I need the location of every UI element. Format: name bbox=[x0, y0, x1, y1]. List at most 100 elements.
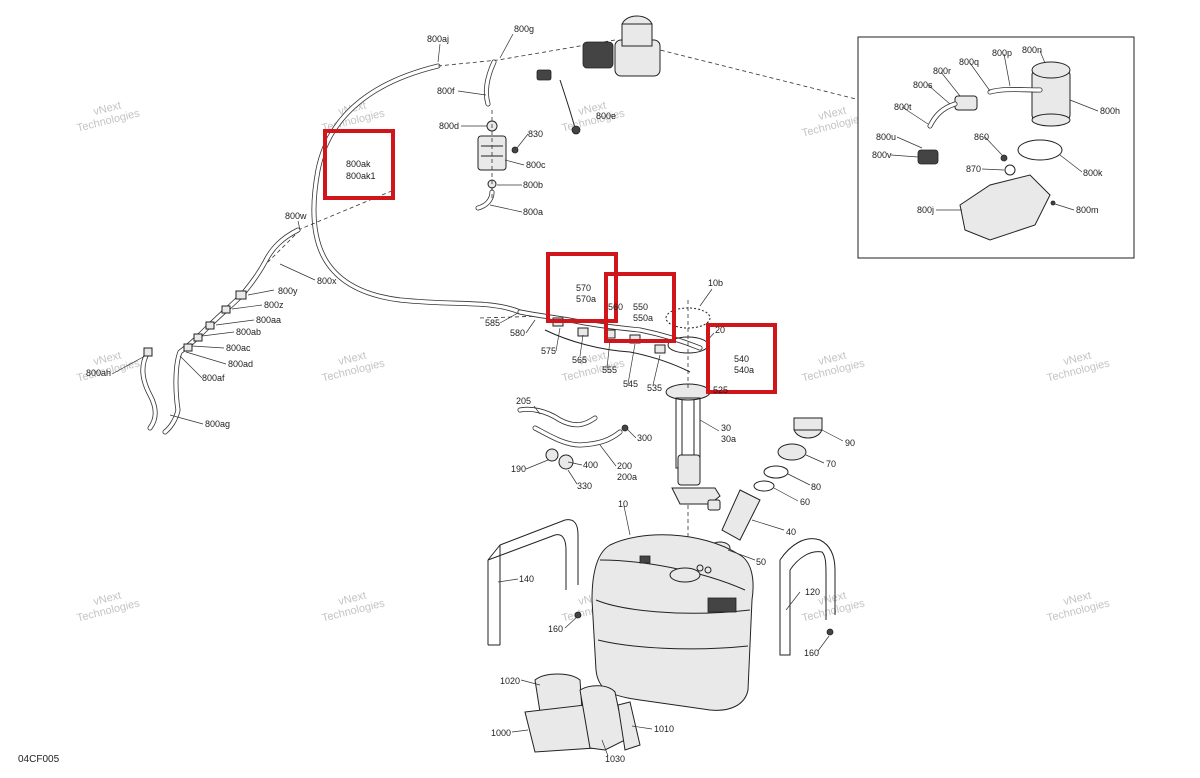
part-label[interactable]: 800q bbox=[959, 57, 979, 67]
part-label[interactable]: 800r bbox=[933, 66, 951, 76]
part-label[interactable]: 30a bbox=[721, 434, 736, 444]
part-label[interactable]: 330 bbox=[577, 481, 592, 491]
fitting-800ah bbox=[143, 347, 153, 357]
fitting-800z bbox=[221, 305, 231, 314]
part-label[interactable]: 40 bbox=[786, 527, 796, 537]
part-label[interactable]: 90 bbox=[845, 438, 855, 448]
part-label[interactable]: 200a bbox=[617, 472, 637, 482]
filler-neck-70 bbox=[777, 443, 807, 461]
part-label[interactable]: 540 bbox=[734, 354, 749, 364]
part-label[interactable]: 800ad bbox=[228, 359, 253, 369]
plate-1010 bbox=[617, 701, 641, 751]
highlight-box-540[interactable] bbox=[706, 323, 777, 394]
part-label[interactable]: 160 bbox=[804, 648, 819, 658]
part-label[interactable]: 800h bbox=[1100, 106, 1120, 116]
part-label[interactable]: 1030 bbox=[605, 754, 625, 764]
part-label[interactable]: 30 bbox=[721, 423, 731, 433]
part-label[interactable]: 560 bbox=[608, 302, 623, 312]
part-label[interactable]: 800g bbox=[514, 24, 534, 34]
part-label[interactable]: 160 bbox=[548, 624, 563, 634]
part-label[interactable]: 565 bbox=[572, 355, 587, 365]
part-label[interactable]: 800aj bbox=[427, 34, 449, 44]
part-label[interactable]: 10b bbox=[708, 278, 723, 288]
part-labels: 800aj 800g 800f 800d 830 800c 800b 800a … bbox=[86, 24, 1120, 764]
part-label[interactable]: 800ak1 bbox=[346, 171, 376, 181]
part-label[interactable]: 800ag bbox=[205, 419, 230, 429]
part-label[interactable]: 800w bbox=[285, 211, 307, 221]
part-label[interactable]: 535 bbox=[647, 383, 662, 393]
part-label[interactable]: 400 bbox=[583, 460, 598, 470]
connector-565 bbox=[577, 327, 589, 337]
part-label[interactable]: 800m bbox=[1076, 205, 1099, 215]
tank-strap-140 bbox=[487, 519, 582, 646]
part-label[interactable]: 1020 bbox=[500, 676, 520, 686]
part-label[interactable]: 545 bbox=[623, 379, 638, 389]
part-label[interactable]: 140 bbox=[519, 574, 534, 584]
part-label[interactable]: 1010 bbox=[654, 724, 674, 734]
part-label[interactable]: 800v bbox=[872, 150, 892, 160]
part-label[interactable]: 10 bbox=[618, 499, 628, 509]
canister-detail-inset bbox=[857, 36, 1135, 259]
part-label[interactable]: 830 bbox=[528, 129, 543, 139]
part-label[interactable]: 550a bbox=[633, 313, 653, 323]
part-label[interactable]: 570 bbox=[576, 283, 591, 293]
part-label[interactable]: 860 bbox=[974, 132, 989, 142]
part-label[interactable]: 800u bbox=[876, 132, 896, 142]
part-label[interactable]: 800d bbox=[439, 121, 459, 131]
part-label[interactable]: 70 bbox=[826, 459, 836, 469]
part-label[interactable]: 800f bbox=[437, 86, 455, 96]
part-label[interactable]: 800j bbox=[917, 205, 934, 215]
highlight-box-800ak[interactable] bbox=[323, 129, 395, 200]
part-label[interactable]: 870 bbox=[966, 164, 981, 174]
part-label[interactable]: 800ac bbox=[226, 343, 251, 353]
screw-830 bbox=[511, 146, 519, 154]
part-label[interactable]: 800x bbox=[317, 276, 337, 286]
fitting-800ac bbox=[183, 343, 193, 352]
part-label[interactable]: 800a bbox=[523, 207, 543, 217]
part-label[interactable]: 205 bbox=[516, 396, 531, 406]
fitting-800ab bbox=[193, 333, 203, 342]
part-label[interactable]: 800ak bbox=[346, 159, 371, 169]
part-label[interactable]: 200 bbox=[617, 461, 632, 471]
part-label[interactable]: 800c bbox=[526, 160, 546, 170]
fitting-800aa bbox=[205, 321, 215, 330]
part-label[interactable]: 800s bbox=[913, 80, 933, 90]
part-label[interactable]: 540a bbox=[734, 365, 754, 375]
part-label[interactable]: 525 bbox=[713, 385, 728, 395]
part-label[interactable]: 120 bbox=[805, 587, 820, 597]
part-label[interactable]: 50 bbox=[756, 557, 766, 567]
part-label[interactable]: 800k bbox=[1083, 168, 1103, 178]
part-label[interactable]: 585 bbox=[485, 318, 500, 328]
part-label[interactable]: 580 bbox=[510, 328, 525, 338]
part-label[interactable]: 800n bbox=[1022, 45, 1042, 55]
fuel-tank-10 bbox=[591, 534, 754, 711]
leader-lines bbox=[111, 33, 1099, 757]
highlight-box-550[interactable] bbox=[604, 272, 676, 343]
part-label[interactable]: 20 bbox=[715, 325, 725, 335]
skid-plates bbox=[524, 673, 641, 753]
part-label[interactable]: 800e bbox=[596, 111, 616, 121]
highlight-box-570[interactable] bbox=[546, 252, 618, 323]
part-label[interactable]: 800aa bbox=[256, 315, 281, 325]
tank-strap-120 bbox=[779, 538, 836, 656]
filler-tube-40 bbox=[721, 489, 761, 541]
part-label[interactable]: 555 bbox=[602, 365, 617, 375]
part-label[interactable]: 570a bbox=[576, 294, 596, 304]
part-label[interactable]: 800ab bbox=[236, 327, 261, 337]
part-label[interactable]: 800z bbox=[264, 300, 284, 310]
part-label[interactable]: 300 bbox=[637, 433, 652, 443]
part-label[interactable]: 800af bbox=[202, 373, 225, 383]
part-label[interactable]: 1000 bbox=[491, 728, 511, 738]
filter-assembly bbox=[475, 59, 519, 211]
part-label[interactable]: 800p bbox=[992, 48, 1012, 58]
part-label[interactable]: 800t bbox=[894, 102, 912, 112]
part-label[interactable]: 800y bbox=[278, 286, 298, 296]
part-label[interactable]: 60 bbox=[800, 497, 810, 507]
part-label[interactable]: 575 bbox=[541, 346, 556, 356]
part-label[interactable]: 550 bbox=[633, 302, 648, 312]
part-label[interactable]: 80 bbox=[811, 482, 821, 492]
part-label[interactable]: 190 bbox=[511, 464, 526, 474]
part-label[interactable]: 800b bbox=[523, 180, 543, 190]
part-label[interactable]: 800ah bbox=[86, 368, 111, 378]
